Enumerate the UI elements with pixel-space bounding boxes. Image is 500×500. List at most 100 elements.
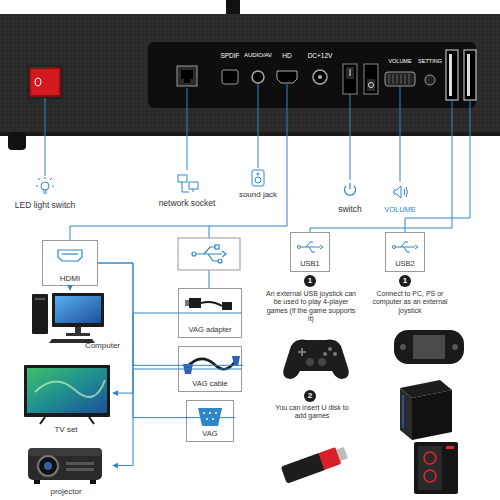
led-rocker-switch: [28, 66, 62, 98]
speaker-icon: [394, 186, 408, 198]
leader-lines: [70, 84, 287, 240]
node-label: USB2: [386, 260, 424, 269]
leader-lines: [45, 84, 470, 288]
led-rocker-switch: [28, 66, 62, 98]
usb-icon-box: [178, 238, 240, 270]
computer-illustration: [52, 293, 104, 327]
projector-illustration: [38, 456, 58, 476]
power-switch: [364, 64, 378, 94]
computer-illustration: [32, 293, 104, 343]
usb-icon-box: [178, 238, 240, 270]
leader-lines: [350, 94, 351, 180]
tv-illustration: [24, 365, 110, 424]
hdmi-icon: [62, 253, 78, 254]
vga-port-icon: [203, 412, 205, 414]
usb2-icon: [395, 242, 415, 252]
vag-cable-illustration: [232, 356, 240, 366]
led-rocker-switch: [31, 69, 59, 95]
gamepad-illustration: [333, 352, 337, 356]
device-box: USB2: [385, 232, 425, 272]
rj45-port: [177, 66, 197, 86]
handheld-illustration: [394, 330, 464, 364]
tv-illustration: [35, 380, 105, 397]
leader-lines: [45, 98, 46, 176]
ps2-illustration: [400, 380, 452, 440]
computer-illustration: [32, 294, 48, 334]
power-switch: [343, 64, 378, 94]
network-icon: [178, 175, 198, 192]
usb-icon-box: [215, 245, 219, 249]
node-label: VAG: [187, 430, 233, 439]
vag-adapter-illustration: [201, 302, 222, 306]
network-icon: [178, 175, 187, 182]
text-label: An external USB joystick can be used to …: [266, 290, 356, 324]
connector: [98, 263, 133, 393]
handheld-illustration: [413, 335, 445, 359]
sound-jack-icon: [252, 170, 264, 186]
power-icon: [349, 183, 350, 189]
leader-lines: [258, 84, 259, 168]
vag-adapter-illustration: [185, 300, 189, 306]
projector-illustration: [34, 480, 40, 484]
device-box: VAG: [186, 400, 234, 442]
vga-port-icon: [212, 418, 214, 420]
power-switch: [369, 83, 374, 88]
hdmi-icon: [58, 250, 82, 261]
text-label: LED light switch: [0, 200, 90, 210]
pc-tower-illustration: [414, 442, 458, 494]
text-label: sound jack: [226, 190, 290, 200]
ps2-illustration: [400, 388, 412, 440]
node-label: Computer: [28, 341, 120, 350]
device-box: VAG adapter: [178, 288, 242, 338]
dc-jack: [313, 70, 327, 84]
connector: [70, 286, 71, 290]
gamepad-illustration: [283, 340, 349, 379]
text-label: VOLUME: [372, 205, 428, 214]
vag-adapter-illustration: [185, 298, 232, 310]
device-box: HDMI: [42, 240, 98, 286]
pc-tower-illustration: [424, 452, 436, 464]
gamepad-illustration: [328, 347, 332, 351]
port-plate: [148, 42, 476, 108]
rj45-port: [184, 79, 190, 83]
callout-number: 1: [304, 275, 316, 287]
callout-number: 2: [304, 390, 316, 402]
usb-stick-illustration: [281, 452, 327, 483]
usb-icon-box: [218, 259, 222, 263]
text-label: DC+12V: [303, 52, 337, 60]
speaker-icon: [404, 187, 408, 197]
leader-lines: [187, 88, 188, 170]
gamepad-illustration: [283, 340, 349, 379]
leader-lines: [209, 270, 210, 288]
device-box: TV set: [20, 362, 112, 436]
volume-wheel: [389, 74, 409, 84]
leader-lines: [310, 100, 452, 232]
led-bulb-icon: [36, 177, 54, 193]
text-label: SETTING: [415, 58, 445, 65]
device-body: [226, 0, 240, 16]
usb-ports: [464, 50, 476, 100]
usb-ports: [446, 50, 458, 100]
vga-port-icon: [198, 408, 222, 426]
leader-lines: [400, 86, 401, 182]
usb-ports: [449, 54, 452, 96]
led-bulb-icon: [36, 177, 54, 193]
handheld-illustration: [394, 330, 464, 364]
tv-illustration: [24, 365, 110, 417]
usb-stick-illustration: [281, 444, 349, 483]
power-switch: [367, 79, 375, 91]
device-box: projector: [20, 442, 112, 498]
spdif-port: [222, 70, 238, 84]
projector-illustration: [90, 480, 96, 484]
computer-illustration: [55, 296, 101, 323]
text-label: AUDIO/AV: [240, 52, 276, 59]
usb-ports: [467, 54, 470, 96]
pc-tower-illustration: [418, 446, 442, 490]
port-plate: [148, 42, 476, 108]
dc-jack: [313, 70, 327, 84]
gamepad-illustration: [323, 352, 327, 356]
power-switch: [343, 64, 357, 94]
gamepad-illustration: [298, 348, 306, 356]
usb-ports: [446, 50, 476, 100]
